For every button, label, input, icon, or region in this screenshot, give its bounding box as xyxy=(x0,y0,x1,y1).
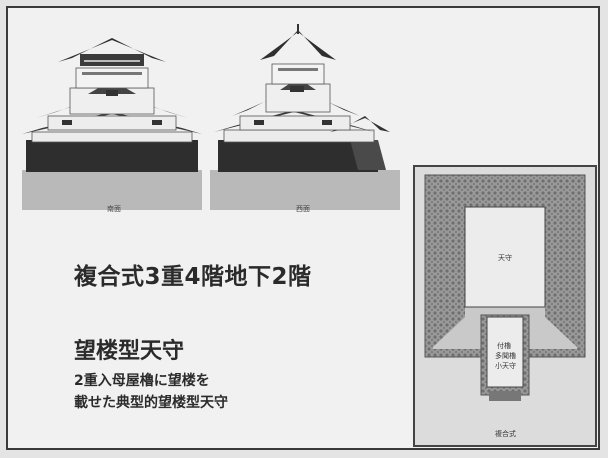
tenshu-type-title: 望楼型天守 xyxy=(74,339,185,364)
tenshu-label: 天守 xyxy=(498,254,512,262)
annex-label-1: 付櫓 xyxy=(497,342,511,350)
floor-plan-box: 天守 付櫓 多聞櫓 小天守 複合式 xyxy=(413,165,597,447)
elevation-left-caption: 南面 xyxy=(107,205,121,213)
plan-caption: 複合式 xyxy=(495,430,516,438)
description-line-2: 載せた典型的望楼型天守 xyxy=(74,395,228,411)
description-line-1: 2重入母屋櫓に望楼を xyxy=(74,373,210,389)
main-title: 複合式3重4階地下2階 xyxy=(74,264,312,290)
annex-label-3: 小天守 xyxy=(495,362,516,370)
elevation-right-caption: 西面 xyxy=(296,205,310,213)
castle-elevation-left xyxy=(22,38,202,210)
annex-label-2: 多聞櫓 xyxy=(495,352,516,360)
castle-elevation-right xyxy=(210,24,400,210)
floor-plan-diagram xyxy=(424,174,586,401)
